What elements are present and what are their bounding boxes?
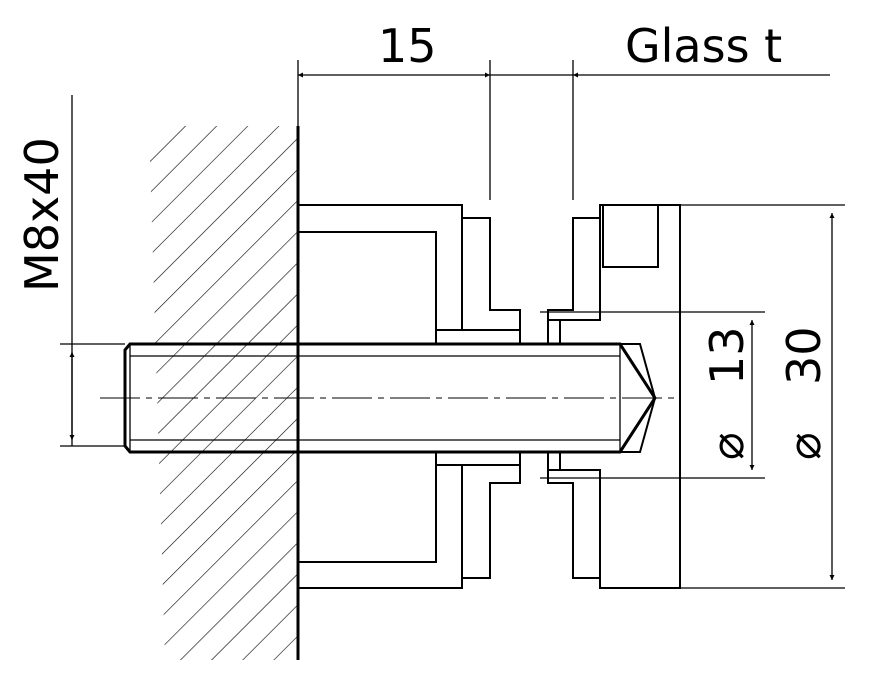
diameter-30-label: 30 (777, 326, 831, 385)
bolt-size-label: M8x40 (15, 137, 69, 292)
dimension-diameter-30: ⌀ 30 (680, 204, 845, 589)
dimension-m8x40: M8x40 (15, 95, 125, 447)
glass-slot (489, 218, 574, 578)
wall-section (150, 126, 300, 660)
diameter-13-label: 13 (700, 326, 754, 385)
dimension-glass-thickness: Glass t (490, 19, 830, 200)
dimension-diameter-13: ⌀ 13 (540, 311, 765, 479)
dimension-15-label: 15 (378, 19, 437, 73)
bolt-m8 (123, 320, 657, 470)
dimension-15: 15 (297, 19, 491, 200)
glass-thickness-label: Glass t (625, 19, 782, 73)
spacer-body (297, 204, 463, 589)
diameter-30-symbol: ⌀ (777, 432, 831, 460)
diameter-13-symbol: ⌀ (700, 432, 754, 460)
